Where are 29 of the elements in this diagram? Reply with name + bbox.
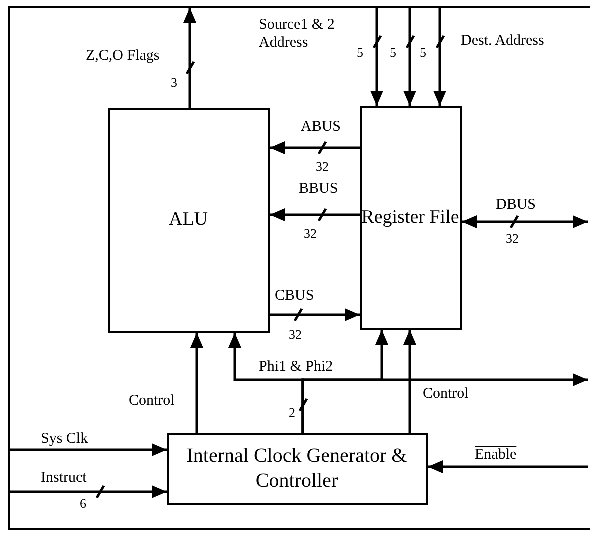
arrow (270, 208, 360, 222)
bus-width-label: 5 (420, 46, 426, 59)
arrow (10, 486, 167, 498)
bus-width-label: 32 (304, 227, 317, 240)
functional-block: ALU (108, 108, 270, 332)
arrow (370, 8, 384, 106)
edge-label: Sys Clk (40, 430, 90, 448)
functional-block: Register File (360, 106, 462, 330)
bus-width-label: 5 (390, 46, 396, 59)
arrow (302, 374, 588, 433)
arrow (270, 142, 360, 154)
functional-block: Internal Clock Generator & Controller (166, 432, 428, 504)
arrow (270, 308, 360, 322)
arrow (10, 444, 167, 456)
arrow (184, 8, 196, 108)
bus-width-label: 6 (80, 497, 86, 510)
bus-width-label: 32 (506, 232, 519, 245)
edge-label: Z,C,O Flags (85, 47, 161, 65)
bus-width-label: 2 (289, 406, 296, 419)
bus-width-label: 5 (357, 46, 364, 59)
arrow (428, 460, 588, 474)
bus-width-label: 32 (316, 160, 329, 173)
bus-width-label: 32 (289, 328, 302, 341)
bus-width-label: 3 (171, 76, 178, 89)
arrow (404, 330, 416, 433)
arrow (404, 8, 416, 106)
arrow (190, 333, 204, 433)
arrow (434, 8, 446, 106)
arrow (462, 216, 588, 228)
